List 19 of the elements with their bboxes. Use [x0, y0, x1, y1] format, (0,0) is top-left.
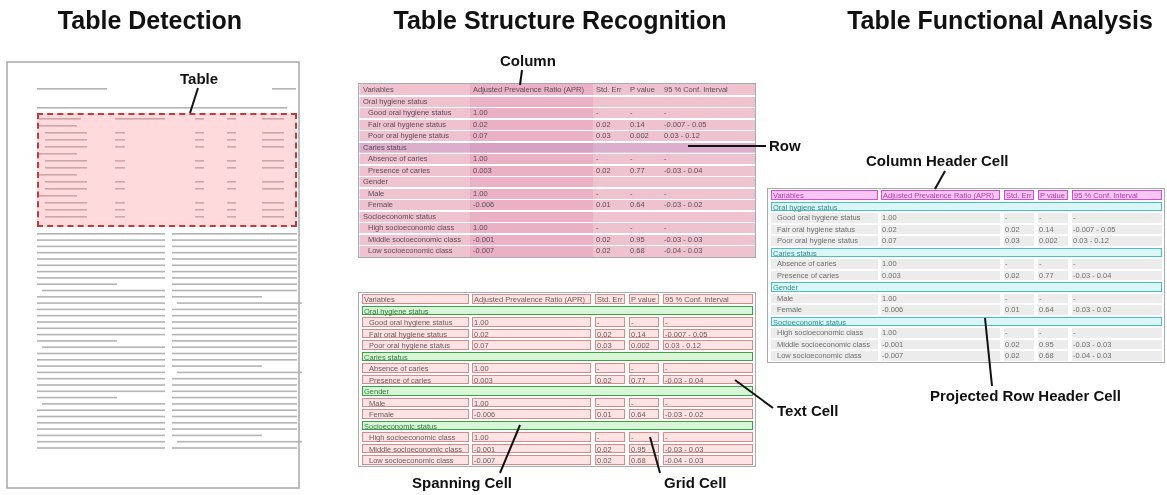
leader-line	[734, 379, 774, 409]
leader-line	[189, 87, 199, 114]
panel-title: Table Functional Analysis	[846, 6, 1154, 35]
callout-label: Column Header Cell	[866, 152, 1009, 169]
callout-label: Text Cell	[777, 402, 839, 419]
leader-line	[934, 170, 946, 190]
callout-label: Grid Cell	[664, 474, 727, 491]
leader-line	[519, 69, 523, 86]
callout-label: Projected Row Header Cell	[930, 387, 1121, 404]
panel-title: Table Detection	[56, 6, 244, 35]
callout-label: Row	[769, 137, 801, 154]
table-region	[37, 113, 297, 227]
panel-title: Table Structure Recognition	[392, 6, 728, 35]
leader-line	[687, 145, 767, 147]
leader-line	[984, 317, 993, 387]
callout-label: Spanning Cell	[412, 474, 512, 491]
callout-label: Column	[500, 52, 556, 69]
callout-label: Table	[180, 70, 219, 87]
leader-line	[499, 424, 521, 474]
